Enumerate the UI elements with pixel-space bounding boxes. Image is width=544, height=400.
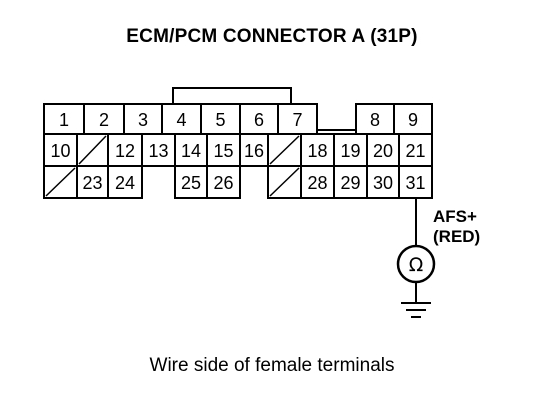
diagram-title: ECM/PCM CONNECTOR A (31P)	[126, 26, 418, 47]
terminal-number: 28	[307, 173, 327, 193]
terminal-cell	[107, 165, 143, 199]
unused-terminal-slash	[78, 135, 107, 165]
terminal-number: 3	[138, 110, 148, 130]
terminal-number: 6	[254, 110, 264, 130]
terminal-number: 25	[181, 173, 201, 193]
probe-wire-color: (RED)	[433, 227, 480, 246]
probe-label: AFS+	[433, 207, 477, 226]
terminal-number: 20	[373, 141, 393, 161]
terminal-number: 1	[59, 110, 69, 130]
terminal-number: 7	[292, 110, 302, 130]
terminal-number: 15	[213, 141, 233, 161]
terminal-number: 8	[370, 110, 380, 130]
terminal-number: 16	[244, 141, 264, 161]
terminal-cell	[206, 165, 241, 199]
terminal-number: 9	[408, 110, 418, 130]
terminal-number: 31	[405, 173, 425, 193]
terminal-number: 29	[340, 173, 360, 193]
terminal-number: 10	[50, 141, 70, 161]
terminal-number: 4	[176, 110, 186, 130]
terminal-number: 24	[115, 173, 135, 193]
ohm-meter-symbol: Ω	[409, 254, 424, 276]
connector-lock-tab	[172, 87, 292, 104]
diagram-caption: Wire side of female terminals	[149, 355, 395, 376]
terminal-number: 21	[405, 141, 425, 161]
terminal-number: 23	[82, 173, 102, 193]
unused-terminal-slash	[269, 135, 300, 165]
terminal-number: 26	[213, 173, 233, 193]
terminal-number: 18	[307, 141, 327, 161]
terminal-number: 2	[99, 110, 109, 130]
terminal-number: 14	[181, 141, 201, 161]
terminal-number: 30	[373, 173, 393, 193]
terminal-number: 13	[148, 141, 168, 161]
ground-icon	[401, 302, 431, 318]
terminal-number: 12	[115, 141, 135, 161]
terminal-number: 19	[340, 141, 360, 161]
unused-terminal-slash	[269, 167, 300, 197]
unused-terminal-slash	[45, 167, 76, 197]
terminal-number: 5	[215, 110, 225, 130]
